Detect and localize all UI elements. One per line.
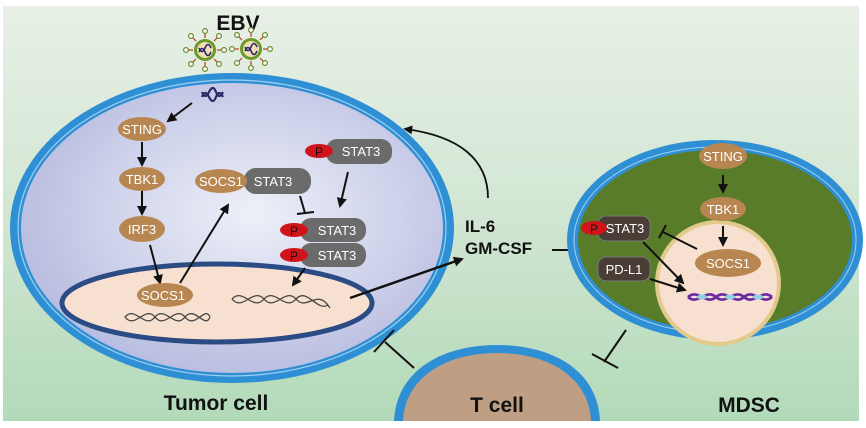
svg-text:STAT3: STAT3 [318,223,357,238]
mdsc-socs1: SOCS1 [695,249,761,277]
tcell-label: T cell [470,394,524,417]
ebv-virus-icon [229,27,274,72]
arrow-dimer-to-dna [291,267,306,287]
mdsc-pathway-arrows [642,175,728,293]
arrow-socs1-export [179,203,230,284]
mdsc-cell [567,140,863,346]
svg-text:P: P [290,249,298,263]
socs1-stat3-complex: SOCS1 STAT3 [195,168,311,194]
svg-text:P: P [290,224,298,238]
svg-text:TBK1: TBK1 [707,202,740,217]
arrow-pdl1-to-dna [649,278,687,293]
tumor-sting: STING [118,117,166,141]
svg-text:STAT3: STAT3 [318,248,357,263]
arrow-mdsc-stat3-to-dna [642,241,685,285]
svg-text:STAT3: STAT3 [254,174,293,189]
svg-text:STING: STING [122,122,162,137]
tumor-dna-icon [231,295,331,309]
mdsc-nucleus [655,220,781,346]
viral-dna-icon [200,86,224,103]
tumor-cell-label: Tumor cell [164,392,269,415]
svg-text:SOCS1: SOCS1 [141,288,185,303]
svg-text:PD-L1: PD-L1 [606,262,643,277]
arrow-cytokines-autocrine [403,125,489,199]
cytokine-il6-label: IL-6 [465,217,495,236]
pstat3-dimer: P STAT3 P STAT3 [280,218,366,267]
tumor-tbk1: TBK1 [119,167,165,191]
ebv-virus-icon [183,28,228,73]
svg-text:TBK1: TBK1 [126,172,159,187]
svg-text:P: P [315,145,323,159]
svg-text:SOCS1: SOCS1 [199,174,243,189]
tcell-body [403,353,591,421]
inhibit-socs1-mdsc-stat3 [658,224,698,250]
mdsc-pstat3: P STAT3 [581,215,651,242]
cytokine-gmcsf-label: GM-CSF [465,239,532,258]
svg-text:IRF3: IRF3 [128,222,156,237]
arrow-pstat3-dimerize [336,171,349,208]
arrow-nucleus-to-cytokines [349,256,464,300]
svg-text:SOCS1: SOCS1 [706,256,750,271]
tumor-irf3: IRF3 [119,216,165,242]
svg-text:STAT3: STAT3 [606,221,645,236]
inhibit-mdsc-to-tcell [591,329,627,369]
ebv-virus-group: EBV [183,12,274,73]
pstat3-single: P STAT3 [305,139,392,164]
svg-text:STAT3: STAT3 [342,144,381,159]
inhibit-tcell-to-tumor [373,329,415,369]
mdsc-pdl1: PD-L1 [597,256,651,282]
t-cell [394,345,600,421]
svg-text:STING: STING [703,149,743,164]
tumor-dna-icon [124,313,211,322]
mdsc-sting: STING [699,143,747,169]
arrow-dna-to-sting [166,102,193,123]
arrow-irf3-to-socs1 [149,244,163,285]
tumor-pathway-arrows [137,102,349,287]
inhibit-socs1-stat3 [296,195,315,215]
mdsc-label: MDSC [718,394,780,417]
tumor-nucleus-socs1: SOCS1 [137,283,193,307]
mdsc-tbk1: TBK1 [700,197,746,221]
svg-text:P: P [590,222,598,236]
